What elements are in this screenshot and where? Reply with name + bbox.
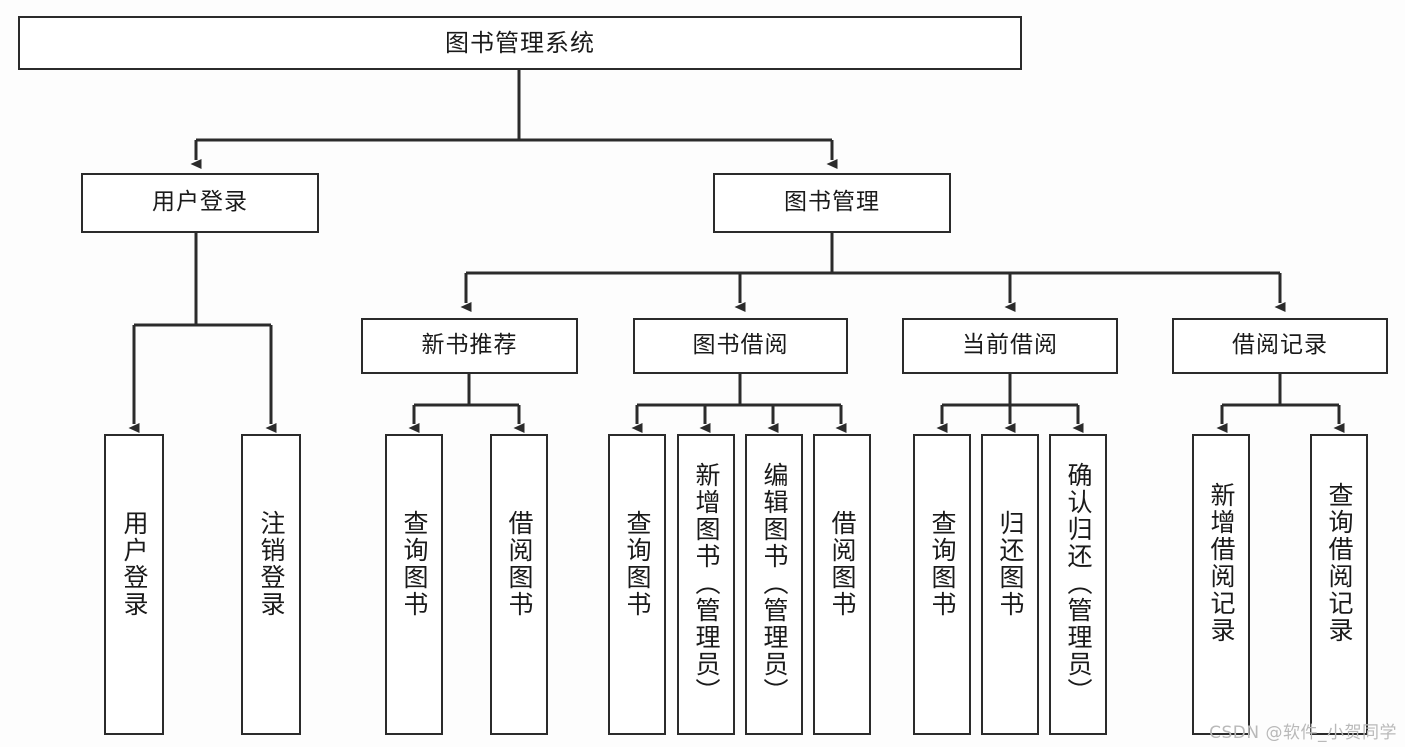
watermark-credit: CSDN @软件_小贺同学 xyxy=(1209,723,1397,743)
node-leaf-add-book[interactable]: 新增图书（管理员） xyxy=(677,434,735,735)
node-label: 查询图书 xyxy=(928,510,957,618)
node-label: 新增图书（管理员） xyxy=(692,462,721,705)
node-label: 图书管理 xyxy=(784,189,880,216)
node-label: 借阅图书 xyxy=(505,510,534,618)
node-label: 编辑图书（管理员） xyxy=(760,462,789,705)
node-label: 图书管理系统 xyxy=(445,28,595,57)
node-label: 用户登录 xyxy=(120,510,149,618)
node-leaf-return-book[interactable]: 归还图书 xyxy=(981,434,1039,735)
node-label: 新增借阅记录 xyxy=(1207,482,1236,644)
node-label: 图书借阅 xyxy=(692,332,789,359)
node-borrow-record[interactable]: 借阅记录 xyxy=(1172,318,1388,374)
node-label: 当前借阅 xyxy=(962,332,1058,359)
node-user-login[interactable]: 用户登录 xyxy=(81,173,319,233)
node-label: 注销登录 xyxy=(257,510,286,618)
node-leaf-add-record[interactable]: 新增借阅记录 xyxy=(1192,434,1250,735)
node-leaf-query-record[interactable]: 查询借阅记录 xyxy=(1310,434,1368,735)
node-label: 新书推荐 xyxy=(421,332,518,359)
node-leaf-query-book-1[interactable]: 查询图书 xyxy=(385,434,443,735)
node-label: 查询图书 xyxy=(623,510,652,618)
node-book-borrow[interactable]: 图书借阅 xyxy=(633,318,848,374)
node-label: 用户登录 xyxy=(152,189,248,216)
node-leaf-edit-book[interactable]: 编辑图书（管理员） xyxy=(745,434,803,735)
node-leaf-logout-login[interactable]: 注销登录 xyxy=(241,434,301,735)
node-leaf-query-book-3[interactable]: 查询图书 xyxy=(913,434,971,735)
node-label: 借阅记录 xyxy=(1232,332,1328,359)
node-root-system[interactable]: 图书管理系统 xyxy=(18,16,1022,70)
node-label: 确认归还（管理员） xyxy=(1064,462,1093,705)
node-leaf-query-book-2[interactable]: 查询图书 xyxy=(608,434,666,735)
node-book-management[interactable]: 图书管理 xyxy=(713,173,951,233)
node-leaf-borrow-book-1[interactable]: 借阅图书 xyxy=(490,434,548,735)
node-label: 归还图书 xyxy=(996,510,1025,618)
node-label: 查询借阅记录 xyxy=(1325,482,1354,644)
node-leaf-confirm-return[interactable]: 确认归还（管理员） xyxy=(1049,434,1107,735)
node-leaf-borrow-book-2[interactable]: 借阅图书 xyxy=(813,434,871,735)
node-label: 查询图书 xyxy=(400,510,429,618)
node-leaf-user-login[interactable]: 用户登录 xyxy=(104,434,164,735)
node-current-borrow[interactable]: 当前借阅 xyxy=(902,318,1118,374)
node-label: 借阅图书 xyxy=(828,510,857,618)
node-new-book-recommend[interactable]: 新书推荐 xyxy=(361,318,578,374)
